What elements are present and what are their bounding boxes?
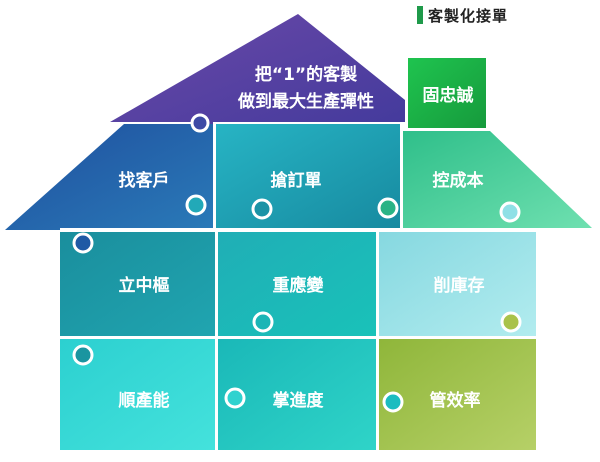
- roof-right-piece: [403, 131, 592, 228]
- label-row2-col3: 管效率: [430, 390, 481, 411]
- heading-title: 客製化接單: [428, 7, 509, 25]
- label-roof-right: 控成本: [433, 170, 484, 191]
- label-row2-col2: 掌進度: [273, 390, 325, 411]
- label-chimney: 固忠誠: [423, 85, 474, 106]
- roof-left-piece: [5, 124, 213, 230]
- connector-knob: [499, 201, 521, 223]
- connector-knob: [500, 311, 522, 333]
- connector-knob: [251, 198, 273, 220]
- label-row1-col2: 重應變: [273, 275, 325, 296]
- chimney-piece: [408, 58, 486, 128]
- connector-knob: [224, 387, 246, 409]
- label-row1-col1: 立中樞: [119, 275, 170, 296]
- heading-bar: [417, 6, 423, 24]
- piece-row2-col3: [379, 339, 536, 450]
- roof-top-piece: [110, 14, 405, 130]
- label-roof-top-line1: 把“1”的客製: [255, 64, 357, 85]
- connector-knob: [382, 391, 404, 413]
- label-roof-left: 找客戶: [119, 170, 170, 191]
- connector-knob: [72, 344, 94, 366]
- connector-knob: [185, 194, 207, 216]
- label-roof-top-line2: 做到最大生產彈性: [237, 91, 374, 112]
- connector-knob: [72, 232, 94, 254]
- label-row2-col1: 順產能: [119, 390, 170, 411]
- roof-center-piece: [216, 124, 400, 228]
- label-row1-col3: 削庫存: [434, 275, 485, 296]
- connector-knob: [252, 311, 274, 333]
- puzzle-connectors: [72, 113, 522, 413]
- piece-row1-col2: [218, 232, 376, 336]
- connector-knob: [190, 113, 210, 133]
- connector-knob: [377, 197, 399, 219]
- label-roof-center: 搶訂單: [271, 170, 322, 191]
